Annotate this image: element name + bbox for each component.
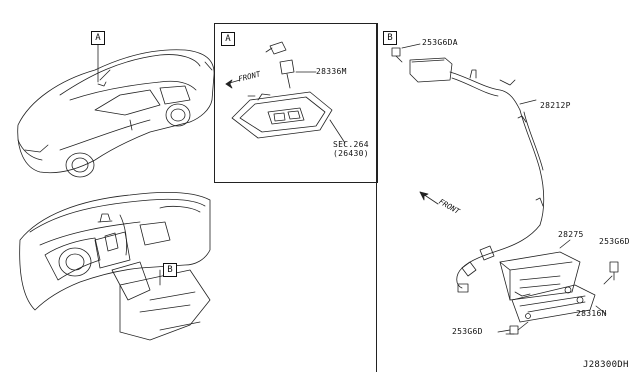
callout-a-car: A xyxy=(91,31,105,45)
panel-a-frame xyxy=(214,23,378,183)
part-label-sec264: SEC.264 xyxy=(333,140,369,149)
part-label-28316n: 28316N xyxy=(576,309,607,318)
overhead-console-illustration xyxy=(225,41,346,144)
part-label-28212p: 28212P xyxy=(540,101,571,110)
callout-a-panel: A xyxy=(221,32,235,46)
part-label-28275: 28275 xyxy=(558,230,584,239)
harness-illustration xyxy=(391,43,619,335)
part-label-253g6d-right: 253G6D xyxy=(599,237,630,246)
car-illustration xyxy=(17,49,215,178)
panel-b-divider xyxy=(376,23,377,372)
part-label-253g6d-bottom: 253G6D xyxy=(452,327,483,336)
dashboard-illustration xyxy=(19,191,211,341)
part-label-253g6da: 253G6DA xyxy=(422,38,458,47)
callout-b-panel: B xyxy=(383,31,397,45)
part-label-sec264-ref: (26430) xyxy=(333,149,369,158)
part-label-28336m: 28336M xyxy=(316,67,347,76)
diagram-code: J28300DH xyxy=(583,360,629,370)
callout-b-dash: B xyxy=(163,263,177,277)
